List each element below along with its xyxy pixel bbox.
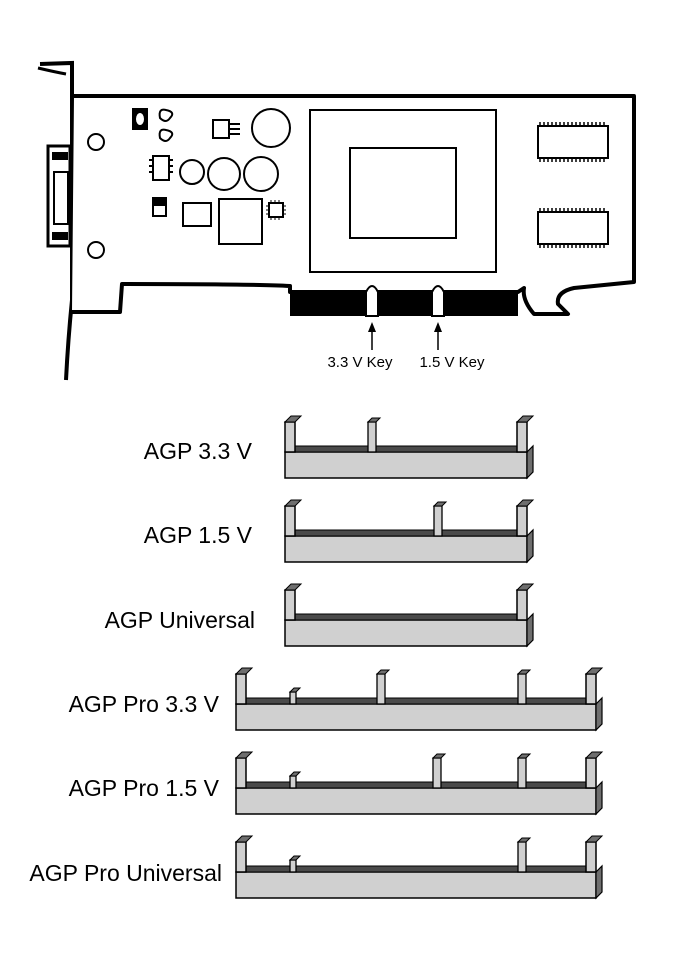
key-label-3v3: 3.3 V Key — [327, 354, 393, 371]
slot-wall-top — [515, 415, 535, 423]
graphics-card: 3.3 V Key 1.5 V Key — [37, 60, 636, 381]
board-components — [87, 108, 291, 259]
slot-base — [284, 619, 528, 647]
slot-side — [595, 696, 603, 732]
slot-key-top — [516, 753, 532, 759]
slot-key-top — [288, 771, 302, 777]
slot-label: AGP Universal — [105, 607, 255, 633]
slot-base — [235, 787, 597, 815]
slot-key-ridge — [289, 691, 297, 705]
slot-key-top — [288, 855, 302, 861]
slot-wall-top — [234, 751, 254, 759]
slot-wall-top — [283, 583, 303, 591]
slot-wall-top — [283, 499, 303, 507]
slot-key-top — [366, 417, 382, 423]
slot-wall-top — [283, 415, 303, 423]
slot-end-wall-right — [585, 673, 597, 705]
slot-key-ridge — [433, 505, 443, 537]
slot-end-wall-left — [235, 757, 247, 789]
slot-wall-top — [234, 667, 254, 675]
slot-label: AGP Pro Universal — [29, 860, 222, 886]
slot-wall-top — [584, 835, 604, 843]
memory-chip — [537, 208, 609, 248]
slot-label: AGP Pro 1.5 V — [69, 775, 220, 801]
slot-wall-top — [234, 835, 254, 843]
slot-key-ridge — [517, 673, 527, 705]
slot-side — [526, 444, 534, 480]
slot-end-wall-right — [516, 505, 528, 537]
slot-wall-top — [515, 499, 535, 507]
slot-side — [526, 528, 534, 564]
slot-key-ridge — [517, 757, 527, 789]
slot-end-wall-left — [235, 841, 247, 873]
slot-end-wall-right — [585, 841, 597, 873]
slot-key-ridge — [289, 775, 297, 789]
slot-end-wall-left — [284, 421, 296, 453]
slot-end-wall-left — [284, 505, 296, 537]
slot-end-wall-left — [235, 673, 247, 705]
slot-base — [284, 451, 528, 479]
slot-key-top — [431, 753, 447, 759]
slot-key-ridge — [367, 421, 377, 453]
edge-connector — [290, 285, 518, 317]
slot-floor — [245, 781, 597, 789]
slot-diagram-agp-universal — [283, 583, 535, 648]
slot-floor — [245, 865, 597, 873]
slot-label: AGP 3.3 V — [144, 438, 253, 464]
slot-base — [235, 703, 597, 731]
mounting-bracket — [37, 60, 74, 381]
slot-key-ridge — [289, 859, 297, 873]
slot-diagram-agp-pro-1v5 — [234, 751, 604, 816]
slot-base — [235, 871, 597, 899]
key-label-1v5: 1.5 V Key — [419, 354, 485, 371]
slot-wall-top — [515, 583, 535, 591]
slot-label: AGP 1.5 V — [144, 522, 253, 548]
slot-end-wall-right — [516, 421, 528, 453]
slot-key-top — [516, 669, 532, 675]
slot-key-top — [375, 669, 391, 675]
slot-floor — [294, 529, 528, 537]
slot-wall-top — [584, 667, 604, 675]
slot-end-wall-right — [585, 757, 597, 789]
slot-diagram-agp-pro-3v3 — [234, 667, 604, 732]
slot-diagram-agp-1v5 — [283, 499, 535, 564]
slot-side — [595, 864, 603, 900]
slot-key-ridge — [432, 757, 442, 789]
slot-end-wall-right — [516, 589, 528, 621]
slot-label: AGP Pro 3.3 V — [69, 691, 220, 717]
slot-floor — [294, 445, 528, 453]
slot-key-top — [288, 687, 302, 693]
slot-key-ridge — [517, 841, 527, 873]
slot-side — [526, 612, 534, 648]
slot-floor — [294, 613, 528, 621]
slot-key-top — [516, 837, 532, 843]
slot-side — [595, 780, 603, 816]
slot-diagram-agp-3v3 — [283, 415, 535, 480]
slot-key-top — [432, 501, 448, 507]
slot-base — [284, 535, 528, 563]
slot-wall-top — [584, 751, 604, 759]
slot-floor — [245, 697, 597, 705]
slot-profiles: AGP 3.3 V AGP 1.5 V AGP Universal AGP Pr… — [29, 415, 604, 900]
slot-key-ridge — [376, 673, 386, 705]
slot-diagram-agp-pro-universal — [234, 835, 604, 900]
key-arrows — [368, 322, 442, 350]
gpu-die — [349, 147, 457, 239]
memory-chip — [537, 122, 609, 162]
slot-end-wall-left — [284, 589, 296, 621]
